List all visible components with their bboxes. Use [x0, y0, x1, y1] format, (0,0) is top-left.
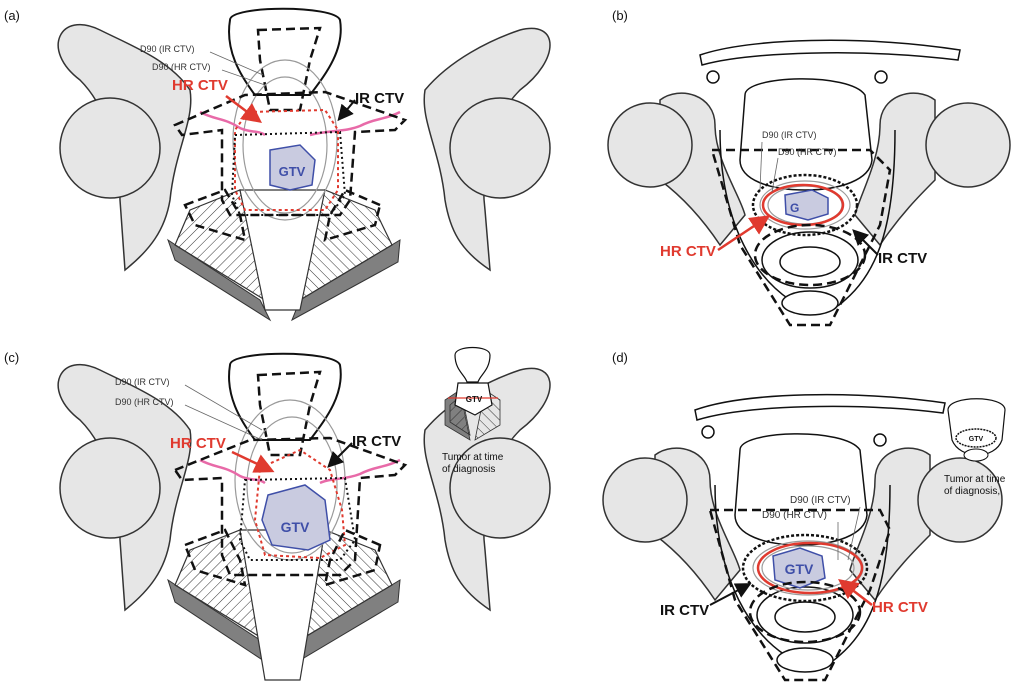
panel-c: GTV (c) D90 (IR CTV) D90 (HR CTV) HR CTV…: [4, 348, 550, 681]
left-small-circle: [707, 71, 719, 83]
left-femur-axial: [603, 458, 687, 542]
hr-ctv-label: HR CTV: [170, 435, 226, 452]
right-femur-axial: [926, 103, 1010, 187]
symphysis-bar: [700, 40, 960, 65]
anal-ring: [782, 291, 838, 315]
inset-caption-1: Tumor at time: [944, 474, 1006, 485]
panel-tag: (c): [4, 350, 19, 365]
panel-tag: (b): [612, 8, 628, 23]
ir-ctv-label: IR CTV: [878, 250, 927, 267]
gtv-label: GTV: [281, 519, 310, 535]
inset-diagnosis: GTV Tumor at time of diagnosis,: [944, 399, 1006, 497]
panel-tag: (d): [612, 350, 628, 365]
ir-ctv-label: IR CTV: [352, 433, 401, 450]
anal-ring: [777, 648, 833, 672]
panel-b: G (b) D90 (IR CTV) D90 (HR CTV) HR CTV I…: [608, 8, 1010, 325]
panel-tag: (a): [4, 8, 20, 23]
hr-ctv-label: HR CTV: [660, 243, 716, 260]
ir-ctv-label: IR CTV: [660, 602, 709, 619]
gtv-region: [262, 485, 330, 550]
inset-rectum: [964, 449, 988, 461]
left-femoral-head: [60, 438, 160, 538]
rectum-inner: [780, 247, 840, 277]
gtv-label: GTV: [785, 561, 814, 577]
inset-caption-2: of diagnosis,: [944, 486, 1000, 497]
symphysis-bar: [695, 395, 945, 420]
inset-bladder: [455, 348, 490, 383]
bladder-outline: [229, 354, 341, 440]
bladder-axial: [735, 434, 867, 545]
d90-hr-label: D90 (HR CTV): [152, 62, 211, 72]
gtv-label: GTV: [279, 164, 306, 179]
central-wedge: [240, 530, 325, 680]
right-small-circle: [875, 71, 887, 83]
ir-ctv-label: IR CTV: [355, 90, 404, 107]
rectum-inner: [775, 602, 835, 632]
inset-caption-1: Tumor at time: [442, 452, 504, 463]
d90-hr-label: D90 (HR CTV): [778, 147, 837, 157]
bladder-outline: [229, 9, 341, 95]
left-femur-axial: [608, 103, 692, 187]
right-small-circle: [874, 434, 886, 446]
right-femoral-head: [450, 98, 550, 198]
d90-ir-label: D90 (IR CTV): [140, 44, 195, 54]
left-small-circle: [702, 426, 714, 438]
d90-ir-label: D90 (IR CTV): [115, 377, 170, 387]
inset-gtv-label: GTV: [969, 436, 984, 443]
panel-d: GTV (d) D90 (IR CTV) D90 (HR CTV) HR CTV…: [603, 350, 1006, 680]
inset-gtv-label: GTV: [466, 395, 483, 404]
d90-ir-label: D90 (IR CTV): [790, 495, 851, 506]
inset-diagnosis: GTV Tumor at time of diagnosis: [442, 348, 504, 476]
inset-caption-2: of diagnosis: [442, 464, 495, 475]
d90-hr-label: D90 (HR CTV): [115, 397, 174, 407]
ir-ctv-arrow: [340, 100, 355, 118]
ir-ctv-arrow: [330, 443, 352, 465]
hr-ctv-label: HR CTV: [872, 599, 928, 616]
hr-ctv-label: HR CTV: [172, 77, 228, 94]
d90-hr-label: D90 (HR CTV): [762, 510, 827, 521]
gtv-label: G: [790, 201, 799, 215]
d90-ir-label: D90 (IR CTV): [762, 130, 817, 140]
left-femoral-head: [60, 98, 160, 198]
panel-a: GTV (a) D90 (IR CTV) D90 (HR CTV) HR CTV…: [4, 8, 550, 320]
right-femur-axial: [918, 458, 1002, 542]
